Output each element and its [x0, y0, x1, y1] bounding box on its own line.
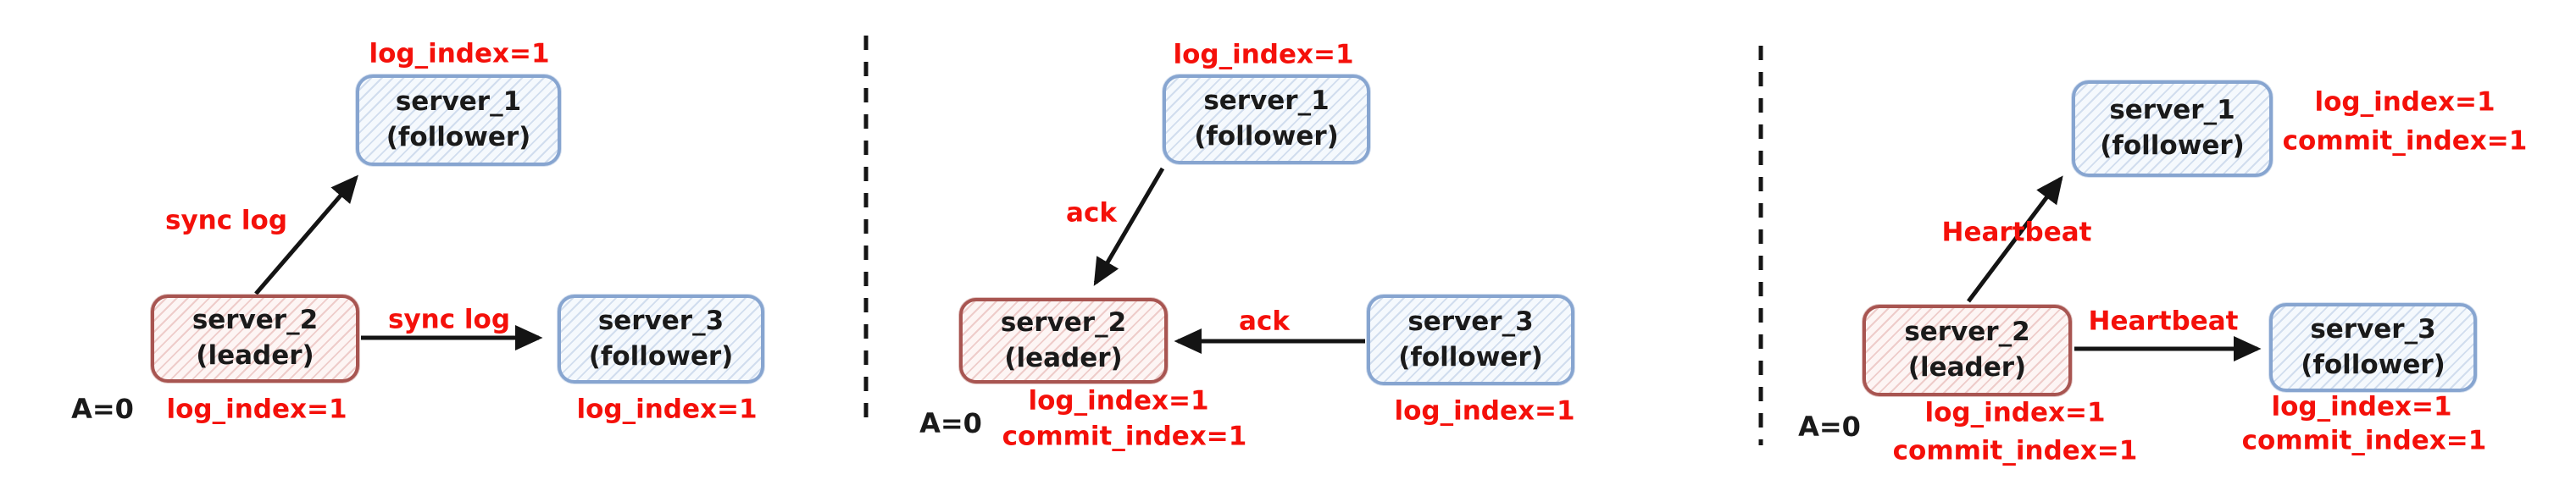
arrow-heartbeat-to-server1 — [1967, 175, 2063, 303]
server3-name: server_3 — [597, 305, 724, 336]
server3-role: (follower) — [1398, 341, 1543, 372]
server2-name: server_2 — [1904, 317, 2030, 348]
server3-name: server_3 — [1407, 306, 1534, 337]
heartbeat-label-diagonal: Heartbeat — [1941, 217, 2092, 248]
server3-log-index-label: log_index=1 — [576, 394, 758, 425]
server1-role: (follower) — [386, 122, 531, 152]
arrow-sync-log-to-server1 — [254, 174, 358, 295]
arrow-ack-from-server1 — [1093, 167, 1165, 286]
server2-commit-index-label: commit_index=1 — [1892, 435, 2138, 466]
timestamp-caption: A=0 — [1798, 411, 1861, 443]
server3-role: (follower) — [588, 340, 734, 372]
sync-log-label-horizontal: sync log — [387, 304, 511, 335]
server3-log-index-label: log_index=1 — [2271, 391, 2452, 422]
server1-log-index-label: log_index=1 — [2314, 86, 2496, 118]
server2-log-index-label: log_index=1 — [1924, 397, 2106, 428]
server2-role: (leader) — [196, 340, 314, 371]
server3-box: server_3 (follower) — [1367, 295, 1574, 385]
ack-label-diagonal: ack — [1066, 197, 1117, 229]
server2-role: (leader) — [1004, 342, 1123, 373]
server1-name: server_1 — [2109, 95, 2235, 126]
server2-name: server_2 — [192, 305, 319, 336]
server1-role: (follower) — [1194, 121, 1339, 152]
server3-role: (follower) — [2301, 349, 2446, 380]
server2-role: (leader) — [1907, 352, 2027, 383]
server3-name: server_3 — [2310, 313, 2436, 345]
server1-role: (follower) — [2100, 130, 2245, 161]
server3-log-index-label: log_index=1 — [1394, 395, 1575, 427]
server2-log-index-label: log_index=1 — [1028, 385, 1209, 417]
ack-label-horizontal: ack — [1239, 306, 1290, 337]
server3-commit-index-label: commit_index=1 — [2241, 425, 2487, 456]
server2-name: server_2 — [1000, 306, 1127, 338]
server2-box: server_2 (leader) — [959, 298, 1168, 383]
server3-box: server_3 (follower) — [2269, 303, 2477, 392]
timestamp-caption: A=0 — [919, 407, 982, 439]
server1-log-index-label: log_index=1 — [1173, 39, 1354, 70]
timestamp-caption: A=0 — [71, 393, 134, 425]
server1-log-index-label: log_index=1 — [369, 38, 550, 69]
server2-commit-index-label: commit_index=1 — [1002, 421, 1247, 452]
server1-name: server_1 — [1203, 86, 1330, 117]
server2-box: server_2 (leader) — [151, 295, 359, 383]
server2-box: server_2 (leader) — [1863, 305, 2072, 396]
server2-log-index-label: log_index=1 — [166, 394, 347, 425]
server1-box: server_1 (follower) — [356, 74, 561, 166]
heartbeat-label-horizontal: Heartbeat — [2088, 306, 2239, 337]
server1-box: server_1 (follower) — [2072, 80, 2273, 177]
server3-box: server_3 (follower) — [558, 295, 764, 383]
server1-name: server_1 — [395, 86, 522, 118]
sync-log-label-diagonal: sync log — [164, 205, 288, 236]
server1-box: server_1 (follower) — [1163, 74, 1370, 164]
server1-commit-index-label: commit_index=1 — [2282, 125, 2528, 157]
